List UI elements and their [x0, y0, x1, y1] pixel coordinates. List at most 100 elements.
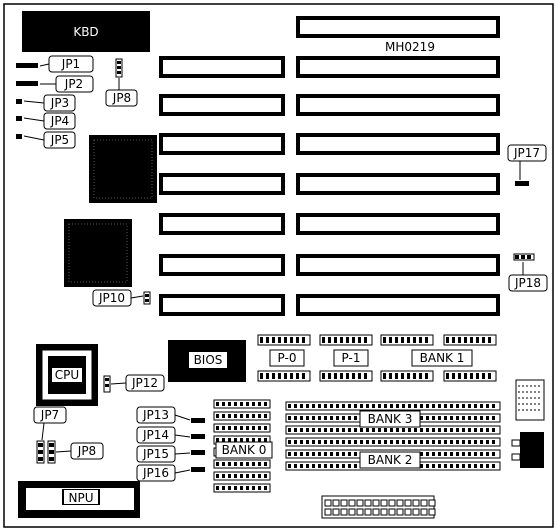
memory-pin [258, 438, 261, 442]
memory-pin [384, 428, 387, 432]
expansion-slots-right [296, 16, 500, 316]
memory-pin [334, 337, 337, 343]
memory-pin [272, 373, 275, 379]
memory-pin [266, 373, 269, 379]
connector-pin [404, 508, 412, 516]
connector-pin [340, 508, 348, 516]
memory-pin [322, 337, 325, 343]
memory-pin [407, 337, 410, 343]
memory-pin [300, 440, 303, 444]
memory-pin [264, 414, 267, 418]
memory-pin [216, 426, 219, 430]
connector-pin [396, 499, 404, 507]
memory-pin [306, 428, 309, 432]
memory-pin [342, 404, 345, 408]
memory-pin [222, 462, 225, 466]
memory-pin [306, 440, 309, 444]
p1-label: P-1 [342, 351, 361, 365]
memory-pin [486, 404, 489, 408]
memory-pin [348, 404, 351, 408]
expansion-slot [159, 56, 285, 78]
memory-pin [222, 474, 225, 478]
jp4-label: JP4 [23, 112, 76, 130]
memory-pin [420, 416, 423, 420]
memory-pin [438, 404, 441, 408]
jp2-text: JP2 [64, 77, 83, 91]
memory-pin [324, 404, 327, 408]
expansion-slot [159, 173, 285, 195]
memory-pin [216, 462, 219, 466]
memory-pin [260, 337, 263, 343]
memory-pin [328, 373, 331, 379]
memory-pin [389, 373, 392, 379]
expansion-slot [296, 133, 500, 155]
memory-pin [240, 486, 243, 490]
memory-pin [222, 486, 225, 490]
memory-pin [312, 428, 315, 432]
memory-pin [234, 438, 237, 442]
memory-pin [246, 414, 249, 418]
memory-pin [492, 428, 495, 432]
memory-pin [462, 464, 465, 468]
memory-pin [372, 404, 375, 408]
memory-pin [336, 404, 339, 408]
memory-pin [360, 404, 363, 408]
memory-pin [414, 404, 417, 408]
memory-pin [296, 337, 299, 343]
memory-pin [354, 440, 357, 444]
memory-pin [216, 414, 219, 418]
memory-pin [312, 452, 315, 456]
memory-pin [302, 337, 305, 343]
jp1-text: JP1 [61, 57, 80, 71]
npu-label: NPU [69, 491, 94, 505]
connector-pin [372, 508, 380, 516]
memory-pin [464, 373, 467, 379]
memory-pin [468, 428, 471, 432]
memory-pin [372, 428, 375, 432]
memory-pin [336, 416, 339, 420]
expansion-slot [296, 56, 500, 78]
connector-pin [372, 499, 380, 507]
memory-pin [462, 452, 465, 456]
jp5-text: JP5 [50, 133, 69, 147]
expansion-slot [296, 173, 500, 195]
jp10-text: JP10 [98, 291, 125, 305]
memory-pin [464, 337, 467, 343]
memory-pin [318, 404, 321, 408]
jp8-label: JP8 [47, 440, 104, 464]
memory-pin [306, 416, 309, 420]
memory-pin [284, 337, 287, 343]
memory-pin [336, 440, 339, 444]
memory-pin [318, 416, 321, 420]
p0-label: P-0 [278, 351, 297, 365]
memory-pin [458, 373, 461, 379]
memory-pin [486, 440, 489, 444]
memory-pin [312, 440, 315, 444]
memory-pin [480, 440, 483, 444]
connector-pin [380, 508, 388, 516]
jumper-labels: JP1 JP2 JP3 JP4 JP5 JP8 [23, 55, 548, 307]
memory-pin [246, 462, 249, 466]
memory-pin [234, 486, 237, 490]
memory-pin [246, 438, 249, 442]
memory-pin [488, 373, 491, 379]
memory-pin [384, 404, 387, 408]
memory-pin [438, 440, 441, 444]
expansion-slot [296, 254, 500, 276]
jp13-text: JP13 [142, 408, 169, 422]
memory-pin [342, 416, 345, 420]
memory-pin [408, 428, 411, 432]
memory-pin [420, 440, 423, 444]
memory-pin [288, 428, 291, 432]
memory-pin [318, 428, 321, 432]
connector-pin [428, 499, 436, 507]
memory-pin [318, 464, 321, 468]
jp1-label: JP1 [39, 55, 94, 73]
memory-pin [228, 486, 231, 490]
bank0-label: BANK 0 [222, 443, 267, 457]
memory-pin [462, 428, 465, 432]
memory-pin [322, 373, 325, 379]
memory-pin [396, 428, 399, 432]
memory-pin [470, 337, 473, 343]
jp15-text: JP15 [142, 447, 169, 461]
